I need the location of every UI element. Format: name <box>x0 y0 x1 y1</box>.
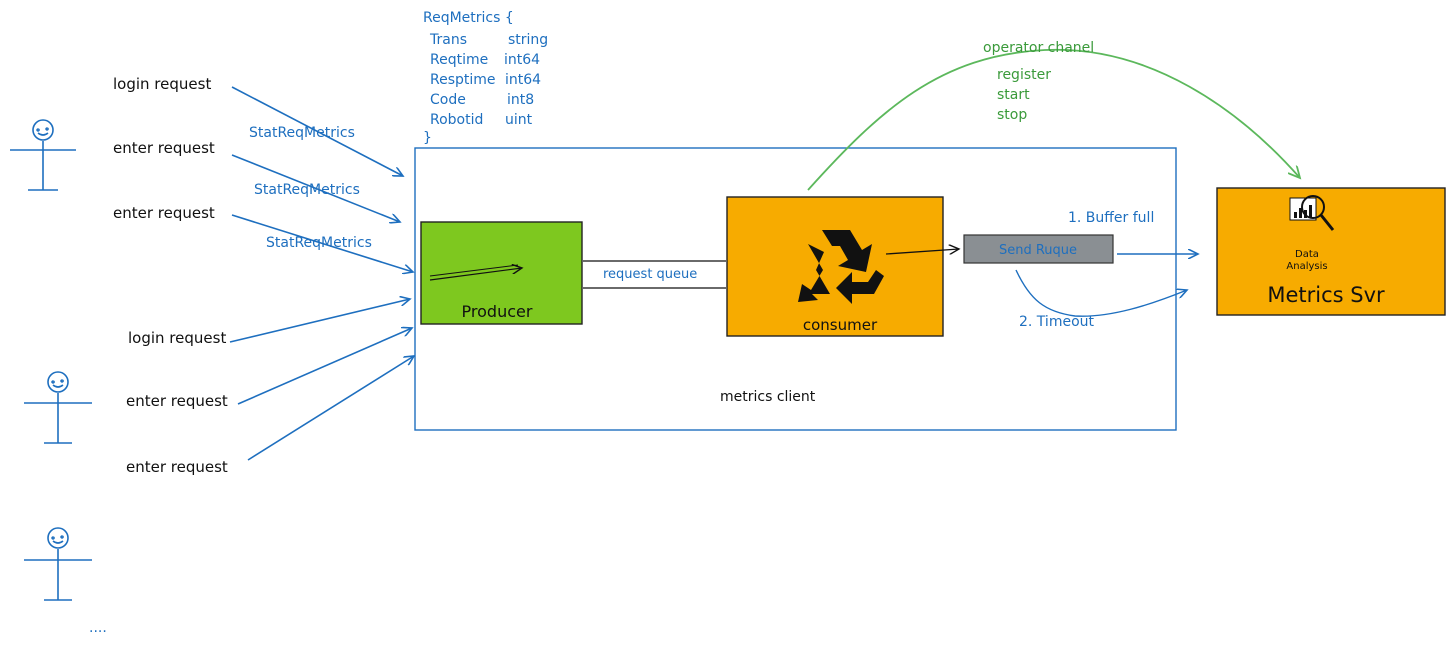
metrics-server-label: Metrics Svr <box>1267 283 1385 307</box>
operator-command: stop <box>997 107 1027 123</box>
metrics-server-box <box>1216 187 1446 316</box>
request-arrow <box>231 214 413 272</box>
producer-label: Producer <box>462 302 533 321</box>
user-figure-1 <box>10 119 76 191</box>
user-figure-3 <box>24 527 92 601</box>
more-users-ellipsis: .... <box>89 620 107 636</box>
request-label: login request <box>113 75 211 93</box>
request-queue-label: request queue <box>603 267 697 282</box>
struct-field-type: int64 <box>505 72 541 88</box>
struct-title: ReqMetrics { <box>423 10 514 26</box>
producer-arrow-icon <box>429 268 522 281</box>
send-queue-box <box>963 234 1114 264</box>
consumer-label: consumer <box>803 316 878 334</box>
request-arrow <box>231 86 403 176</box>
struct-field-type: uint <box>505 112 533 128</box>
struct-field-name: Trans <box>429 32 467 48</box>
operator-channel-title: operator chanel <box>983 40 1094 56</box>
request-arrow <box>231 154 400 222</box>
metrics-client-label: metrics client <box>720 389 816 405</box>
timeout-arrow <box>1015 269 1187 317</box>
consumer-box <box>726 196 944 337</box>
struct-field-name: Code <box>430 92 466 108</box>
request-label: enter request <box>126 458 228 476</box>
user-head-icon <box>47 371 69 393</box>
data-analysis-label-1: Data <box>1295 249 1319 260</box>
request-label: enter request <box>126 392 228 410</box>
req-metrics-struct: ReqMetrics { Trans string Reqtime int64 … <box>423 10 548 146</box>
stat-req-metrics-label: StatReqMetrics <box>249 125 355 141</box>
stat-req-metrics-label: StatReqMetrics <box>266 235 372 251</box>
operator-command: register <box>997 67 1051 83</box>
stat-req-metrics-label: StatReqMetrics <box>254 182 360 198</box>
struct-field-name: Reqtime <box>430 52 488 68</box>
request-label: enter request <box>113 139 215 157</box>
request-arrow <box>229 299 410 343</box>
operator-command: start <box>997 87 1030 103</box>
user-figure-2 <box>24 371 92 444</box>
recycle-icon <box>798 230 884 304</box>
request-label: enter request <box>113 204 215 222</box>
request-label: login request <box>128 329 226 347</box>
struct-field-name: Robotid <box>430 112 483 128</box>
struct-closing: } <box>423 130 432 146</box>
request-arrows <box>229 86 414 461</box>
data-analysis-icon <box>1289 195 1335 231</box>
request-arrow <box>237 328 412 405</box>
send-queue-label: Send Ruque <box>999 243 1077 258</box>
consumer-to-send-arrow <box>885 249 959 254</box>
data-analysis-label-2: Analysis <box>1286 261 1327 272</box>
struct-field-type: int8 <box>507 92 534 108</box>
struct-field-type: string <box>508 32 548 48</box>
user-head-icon <box>32 119 54 141</box>
user-head-icon <box>47 527 69 549</box>
struct-field-type: int64 <box>504 52 540 68</box>
timeout-label: 2. Timeout <box>1019 314 1095 330</box>
producer-box <box>420 221 583 325</box>
buffer-full-label: 1. Buffer full <box>1068 210 1154 226</box>
operator-channel-arc <box>807 48 1300 191</box>
request-arrow <box>247 356 414 461</box>
struct-field-name: Resptime <box>430 72 496 88</box>
